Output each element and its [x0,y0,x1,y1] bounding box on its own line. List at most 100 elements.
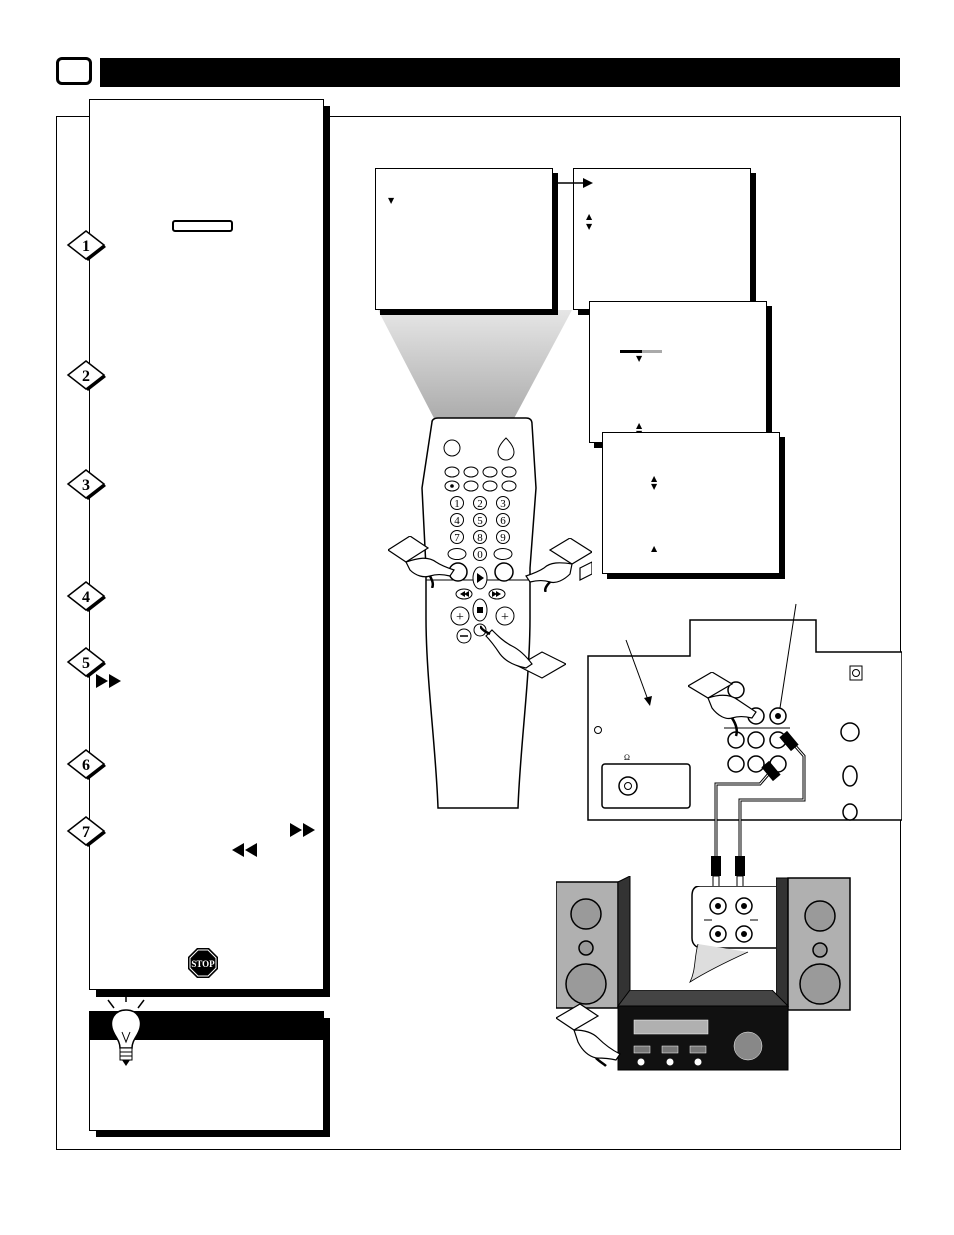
number-key[interactable] [473,496,487,510]
number-key-label: 1 [454,498,460,510]
number-key[interactable] [450,496,464,510]
right-arrow-icon [553,178,593,188]
number-key-label: 2 [477,498,483,510]
number-key-label: 6 [500,515,506,527]
rewind-icon [232,843,257,857]
jack[interactable] [747,731,765,749]
number-key-label: 3 [500,498,506,510]
number-key-label: 5 [477,515,483,527]
step-number: 5 [82,655,90,672]
pointing-hand-icon [480,625,566,679]
power-button[interactable] [497,437,515,461]
plus-icon: + [456,610,464,625]
step-number: 1 [82,238,90,255]
number-key[interactable] [473,530,487,544]
remote-button[interactable] [447,548,467,560]
jack[interactable] [747,755,765,773]
projection-beam [378,310,572,426]
content-frame [56,116,901,1150]
step-number: 6 [82,757,90,774]
step-marker: 2 [66,360,106,391]
stop-sign-icon: STOP [188,948,218,978]
number-key[interactable] [496,530,510,544]
step-marker: 1 [66,230,106,261]
instruction-panel [89,99,324,990]
osd-screen-option: ▲ ▼ ▲ [602,432,780,574]
plus-icon: + [501,610,509,625]
volume-up-button[interactable] [450,606,470,626]
tv-screen-icon [56,57,92,85]
remote-button[interactable] [473,623,487,637]
number-key[interactable] [450,513,464,527]
number-key-label: 0 [477,549,483,561]
receiver-display [633,1019,709,1035]
number-key-label: 8 [477,532,483,544]
channel-up-button[interactable] [495,606,515,626]
step-marker: 4 [66,581,106,612]
number-key-label: 9 [500,532,506,544]
osd-screen-setting: ▼ ▲ ▼ [589,301,767,443]
number-key[interactable] [473,513,487,527]
receiver-button[interactable] [694,1058,702,1066]
stop-label: STOP [191,959,215,969]
down-arrow-icon: ▼ [651,482,658,491]
remote-button[interactable] [501,466,517,478]
remote-button[interactable] [501,480,517,492]
receiver-button[interactable] [666,1058,674,1066]
number-key-label: 7 [454,532,460,544]
step-markers: 1 2 3 4 5 6 7 [66,230,106,847]
remote-button[interactable] [443,439,461,457]
number-key-label: 4 [454,515,460,527]
fast-forward-icon [96,674,121,688]
light-bulb-icon [99,992,153,1066]
pointing-hand-icon [556,1003,621,1067]
number-key[interactable] [496,496,510,510]
pointing-hand-icon [525,538,592,592]
stereo-receiver [617,990,790,1071]
remote-button[interactable] [482,466,498,478]
down-arrow-icon: ▼ [586,222,593,231]
number-key[interactable] [450,530,464,544]
step-marker: 5 [66,647,106,678]
menu-key-icon [172,220,233,232]
step-marker: 6 [66,749,106,780]
volume-knob[interactable] [733,1031,763,1061]
fast-forward-icon [290,823,315,837]
down-arrow-icon: ▼ [388,196,395,205]
number-key[interactable] [496,513,510,527]
remote-button[interactable] [444,466,460,478]
antenna-symbol: Ω [624,753,630,762]
jack[interactable] [727,755,745,773]
remote-button[interactable] [463,466,479,478]
tv-back-panel: Ω [587,619,902,821]
pointing-hand-icon [688,672,757,737]
osd-screen-main-menu: ▼ [375,168,553,310]
audio-cables [711,730,806,889]
setting-bar-empty [642,350,662,353]
remote-button[interactable] [463,480,479,492]
callout-lines [625,603,797,709]
setting-bar-filled [620,350,642,353]
antenna-input[interactable] [601,763,691,809]
step-marker: 7 [66,816,106,847]
receiver-button[interactable] [637,1058,645,1066]
down-arrow-icon: ▼ [636,354,643,363]
up-arrow-icon: ▲ [651,474,658,483]
callout-bubble [689,944,749,984]
pointing-hand-icon [388,536,455,588]
up-arrow-icon: ▲ [651,544,658,553]
up-arrow-icon: ▲ [636,421,643,430]
stereo-input-plate [691,886,789,949]
right-speaker [776,877,851,1011]
step-number: 2 [82,368,90,385]
page-title-bar [100,58,900,87]
step-number: 3 [82,477,90,494]
step-marker: 3 [66,469,106,500]
number-key[interactable] [473,547,487,561]
ok-button[interactable] [494,562,514,582]
step-number: 7 [82,824,90,841]
remote-button[interactable] [482,480,498,492]
remote-button[interactable] [493,548,513,560]
number-keypad: 1 2 3 4 5 6 7 8 9 0 [447,496,513,561]
left-speaker [556,876,631,1009]
